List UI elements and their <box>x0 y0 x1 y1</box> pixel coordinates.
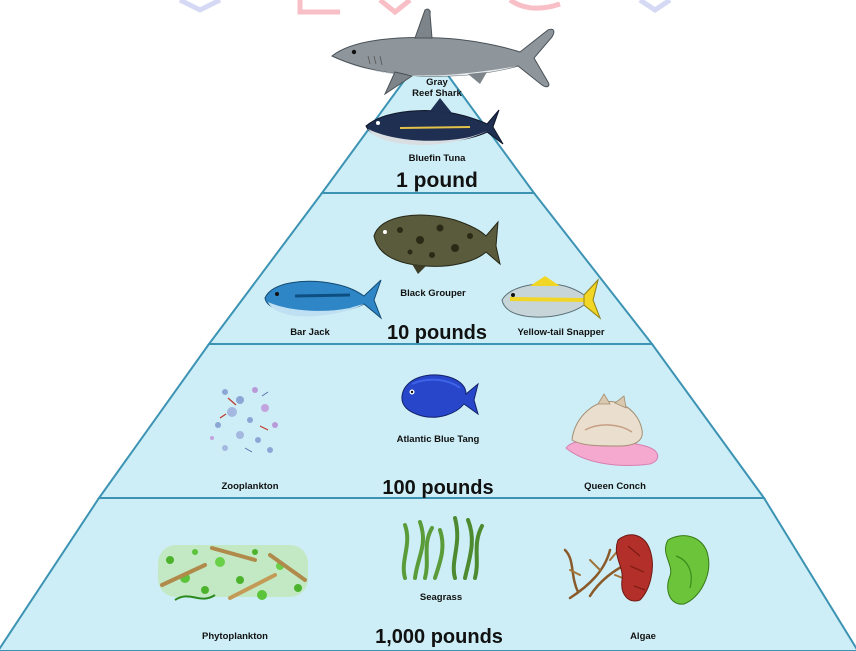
organism-label-bar-jack: Bar Jack <box>290 327 330 338</box>
organism-label-bluefin-tuna: Bluefin Tuna <box>409 153 466 164</box>
organism-label-phytoplankton: Phytoplankton <box>202 631 268 642</box>
weight-label-level-1: 1 pound <box>396 169 478 193</box>
phytoplankton-icon <box>158 545 308 600</box>
weight-label-level-4: 1,000 pounds <box>375 626 503 649</box>
organism-label-seagrass: Seagrass <box>420 592 462 603</box>
organism-label-queen-conch: Queen Conch <box>584 481 646 492</box>
organism-label-yellow-tail-snapper: Yellow-tail Snapper <box>517 327 604 338</box>
organism-label-algae: Algae <box>630 631 656 642</box>
weight-label-level-3: 100 pounds <box>382 477 493 500</box>
organism-label-atlantic-blue-tang: Atlantic Blue Tang <box>397 434 480 445</box>
organism-label-gray-reef-shark: Gray Reef Shark <box>412 77 462 99</box>
organism-label-zooplankton: Zooplankton <box>222 481 279 492</box>
tier-100-pounds <box>99 344 764 498</box>
weight-label-level-2: 10 pounds <box>387 322 487 345</box>
organism-label-black-grouper: Black Grouper <box>400 288 465 299</box>
